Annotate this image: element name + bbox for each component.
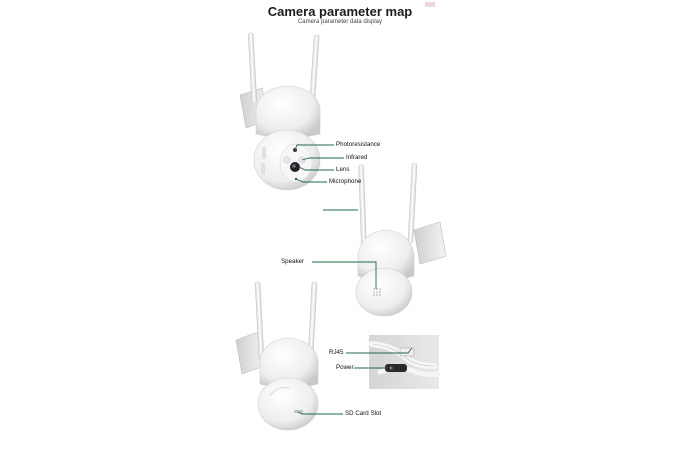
camera-back-view <box>355 162 447 317</box>
callout-lines-inset <box>346 347 413 369</box>
camera-front-view <box>239 32 321 191</box>
callout-rj45: RJ45 <box>329 349 344 356</box>
page-title: Camera parameter map <box>267 4 413 19</box>
callout-lens: Lens <box>336 166 350 173</box>
callout-line-speaker <box>312 261 377 289</box>
callout-infrared: Infrared <box>346 154 368 161</box>
page-subtitle: Camera parameter data display <box>297 19 383 25</box>
callout-lines-front <box>294 144 344 183</box>
corner-mark <box>425 2 435 7</box>
callout-line-sd-card <box>297 411 343 415</box>
camera-side-view <box>235 281 319 431</box>
cable-inset-photo <box>369 335 441 389</box>
callout-speaker: Speaker <box>281 258 305 265</box>
callout-photoresistance: Photoresistance <box>336 141 381 148</box>
callout-sd-card-slot: SD Card Slot <box>345 410 382 417</box>
callout-power: Power <box>336 364 354 371</box>
callout-microphone: Microphone <box>329 178 362 185</box>
